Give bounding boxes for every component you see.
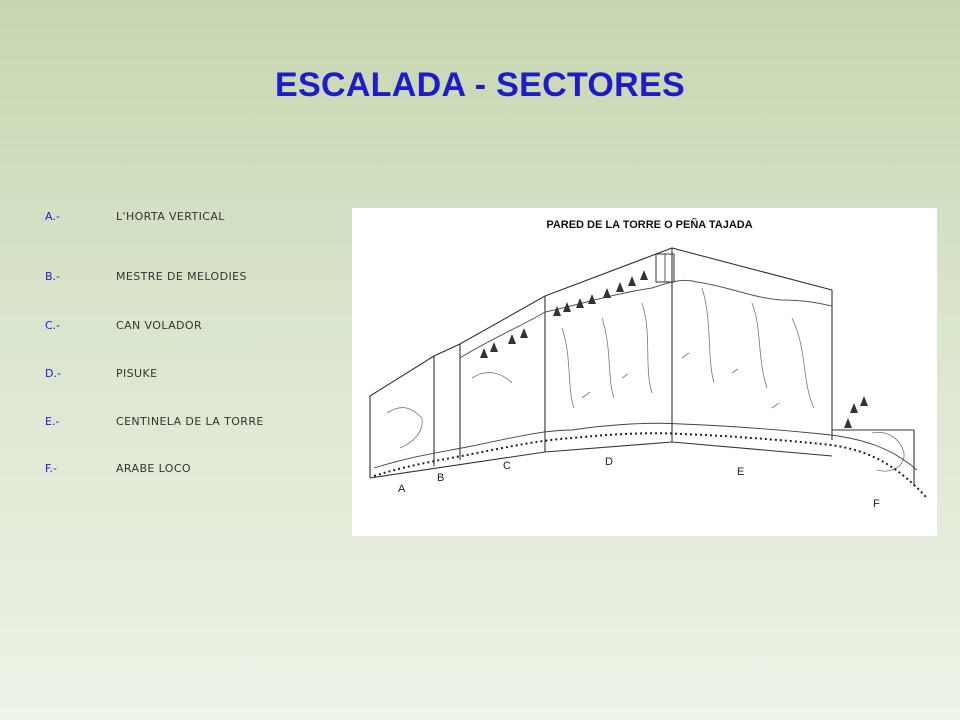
sector-key: B.- [45,270,61,283]
wall-sketch: A B C D E F PARED DE LA TORRE O PEÑA TAJ… [352,208,937,536]
sector-key: C.- [45,319,61,332]
rock-ridge [459,279,833,359]
sector-key: A.- [45,210,60,223]
sector-label-b: B [437,472,444,484]
wall-sketch-drawing: A B C D E F [369,247,928,510]
rock-texture [386,287,905,472]
sector-name: MESTRE DE MELODIES [116,270,247,283]
wall-sketch-title: PARED DE LA TORRE O PEÑA TAJADA [546,219,753,231]
sector-item-a: A.- L'HORTA VERTICAL [45,209,345,225]
panel-outline [369,247,915,486]
sector-item-c: C.- CAN VOLADOR [45,318,345,334]
sector-name: CENTINELA DE LA TORRE [116,415,264,428]
sector-label-c: C [503,460,511,472]
sector-item-f: F.- ARABE LOCO [45,461,345,477]
sector-key: E.- [45,415,60,428]
approach-trail [373,432,928,499]
sector-item-d: D.- PISUKE [45,366,345,382]
sector-item-e: E.- CENTINELA DE LA TORRE [45,414,345,430]
trees [480,270,868,428]
sector-label-d: D [605,456,613,468]
sector-item-b: B.- MESTRE DE MELODIES [45,269,345,285]
sector-label-a: A [398,483,406,495]
sector-key: D.- [45,367,61,380]
sector-name: L'HORTA VERTICAL [116,210,225,223]
sector-name: CAN VOLADOR [116,319,202,332]
wall-base-line [373,422,918,471]
sector-key: F.- [45,462,58,475]
sector-name: PISUKE [116,367,158,380]
sector-name: ARABE LOCO [116,462,191,475]
sector-label-f: F [873,498,880,510]
slide-title: ESCALADA - SECTORES [275,66,685,104]
sector-label-e: E [737,466,744,478]
